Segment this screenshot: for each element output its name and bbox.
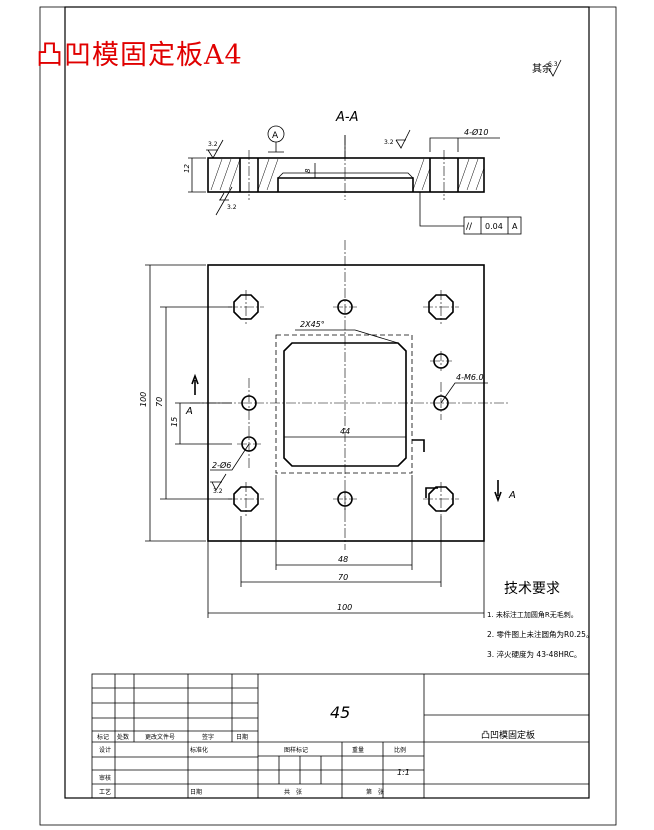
outer-border	[39, 6, 617, 826]
tb-label-date2: 日期	[190, 788, 202, 796]
section-recess-chamfers	[277, 172, 414, 179]
recess-hidden-outline	[275, 334, 413, 474]
section-arrow-left-icon	[191, 373, 199, 395]
tb-label-change-doc: 更改文件号	[145, 733, 175, 741]
tb-label-count: 处数	[117, 733, 129, 741]
dim-width-70: 70	[338, 573, 348, 582]
thread-note: 4-M6.0	[456, 373, 484, 382]
section-view: A-A 12 8 A 3.2 3.2	[183, 110, 522, 235]
tb-label-sheets: 共 张	[284, 788, 302, 796]
tech-requirements-title: 技术要求	[504, 581, 560, 597]
roughness-bottom-value: 3.2	[227, 204, 237, 211]
tb-part-name: 凸凹模固定板	[481, 729, 535, 741]
roughness-bottom-icon	[215, 186, 233, 216]
pin-roughness-icon	[210, 473, 227, 491]
tolerance-datum: A	[512, 222, 518, 231]
tech-requirement-3: 3. 淬火硬度为 43-48HRC。	[487, 649, 581, 659]
large-hole-centerlines	[228, 290, 459, 516]
tb-label-date: 日期	[236, 733, 248, 741]
tolerance-frame	[463, 216, 522, 235]
dim-width-48: 48	[338, 555, 348, 564]
vertical-dimensions	[145, 264, 232, 542]
section-hole-lines	[239, 158, 459, 192]
tb-label-standardize: 标准化	[190, 746, 208, 754]
roughness-right-icon	[395, 129, 411, 149]
tb-label-design: 设计	[99, 746, 111, 754]
dim-depth: 8	[304, 168, 312, 173]
pin-note: 2-Ø6	[212, 460, 231, 470]
tb-label-review: 审核	[99, 774, 111, 782]
tech-requirements: 技术要求 1. 未标注工加圆角R无毛刺。 2. 零件图上未注圆角为R0.25。 …	[487, 581, 593, 659]
drawing-title: 凸凹模固定板A4	[36, 40, 243, 71]
roughness-symbol-icon	[548, 59, 562, 77]
chamfer-note: 2X45°	[300, 320, 325, 329]
pin-roughness-value: 3.2	[213, 488, 223, 495]
section-outline	[207, 157, 485, 193]
dim-width-100: 100	[337, 603, 352, 612]
section-mark-left: A	[185, 406, 193, 417]
general-roughness-note: 其余 6.3	[532, 59, 562, 77]
tech-requirement-1: 1. 未标注工加圆角R无毛刺。	[487, 610, 578, 619]
tb-label-sheet: 第 张	[366, 788, 384, 796]
section-mark-right: A	[508, 490, 516, 501]
section-label: A-A	[335, 110, 358, 125]
small-hole-centerlines	[237, 306, 452, 512]
tb-label-mark: 标记	[97, 733, 109, 741]
tolerance-symbol: //	[466, 222, 473, 232]
section-hatching	[210, 158, 485, 191]
plan-view: 2X45° 4-M6.0 2-Ø6 3.2 A A 100 70 15 44	[139, 240, 516, 618]
dim-height-100: 100	[139, 392, 148, 407]
tb-label-weight: 重量	[352, 746, 364, 754]
section-centerlines	[248, 135, 445, 200]
tb-label-process: 工艺	[99, 788, 111, 796]
dim-height-70: 70	[155, 397, 164, 407]
datum-label: A	[272, 131, 279, 141]
title-block: 标记 处数 更改文件号 签字 日期 设计 标准化 图样标记 重量 比例 审核 工…	[91, 673, 590, 799]
tb-scale: 1:1	[397, 768, 410, 777]
dim-thickness: 12	[183, 164, 191, 173]
section-arrow-right-icon	[494, 480, 502, 503]
tb-material: 45	[330, 703, 350, 722]
roughness-right-value: 3.2	[384, 139, 394, 146]
section-cut-line	[412, 439, 438, 498]
tech-requirement-2: 2. 零件图上未注圆角为R0.25。	[487, 629, 593, 639]
hole-note: 4-Ø10	[464, 127, 488, 137]
roughness-top-icon	[206, 139, 224, 159]
tolerance-value: 0.04	[485, 222, 503, 231]
section-recess	[277, 177, 414, 192]
roughness-top-value: 3.2	[208, 141, 218, 148]
dim-height-15: 15	[170, 417, 179, 427]
large-holes	[233, 294, 454, 512]
cavity-outline	[283, 342, 407, 467]
roughness-note-value: 6.3	[548, 61, 558, 68]
tb-label-ratio: 比例	[394, 746, 406, 754]
tb-label-stage-mark: 图样标记	[284, 746, 308, 754]
dim-inner-44: 44	[340, 427, 350, 436]
roughness-note-label: 其余	[532, 62, 552, 75]
horizontal-dimensions	[207, 475, 485, 618]
tb-label-sign: 签字	[202, 733, 214, 741]
